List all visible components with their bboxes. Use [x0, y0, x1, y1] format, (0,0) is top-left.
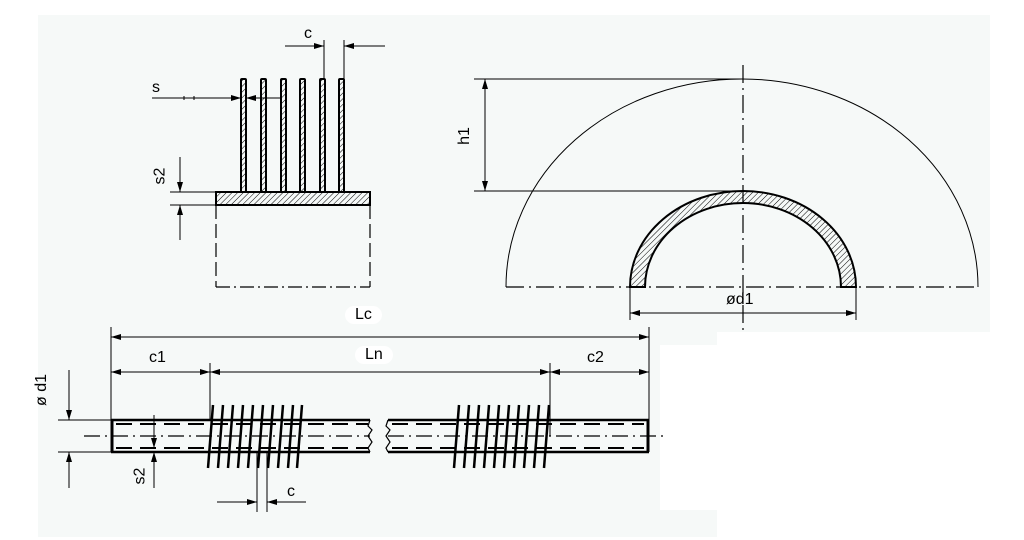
- label-finned-length: Ln: [355, 346, 393, 364]
- label-fin-height: h1: [455, 127, 473, 145]
- label-wall-thickness-top: s2: [151, 167, 169, 185]
- label-fin-pitch-top: c: [304, 25, 312, 42]
- label-right-bare-length: c2: [587, 349, 604, 366]
- label-wall-thickness-side: s2: [131, 467, 149, 485]
- blank-area: [660, 345, 720, 510]
- blank-area: [717, 332, 1024, 540]
- label-total-length: Lc: [345, 306, 382, 324]
- label-tube-diameter-end: ød1: [726, 291, 754, 308]
- label-fin-thickness: s: [152, 79, 160, 96]
- label-fin-pitch-bottom: c: [287, 483, 295, 500]
- label-left-bare-length: c1: [149, 349, 166, 366]
- end-view: [474, 65, 979, 330]
- side-view: [58, 327, 665, 512]
- fin-section-view: [152, 40, 385, 288]
- label-tube-diameter-side: ø d1: [33, 373, 51, 407]
